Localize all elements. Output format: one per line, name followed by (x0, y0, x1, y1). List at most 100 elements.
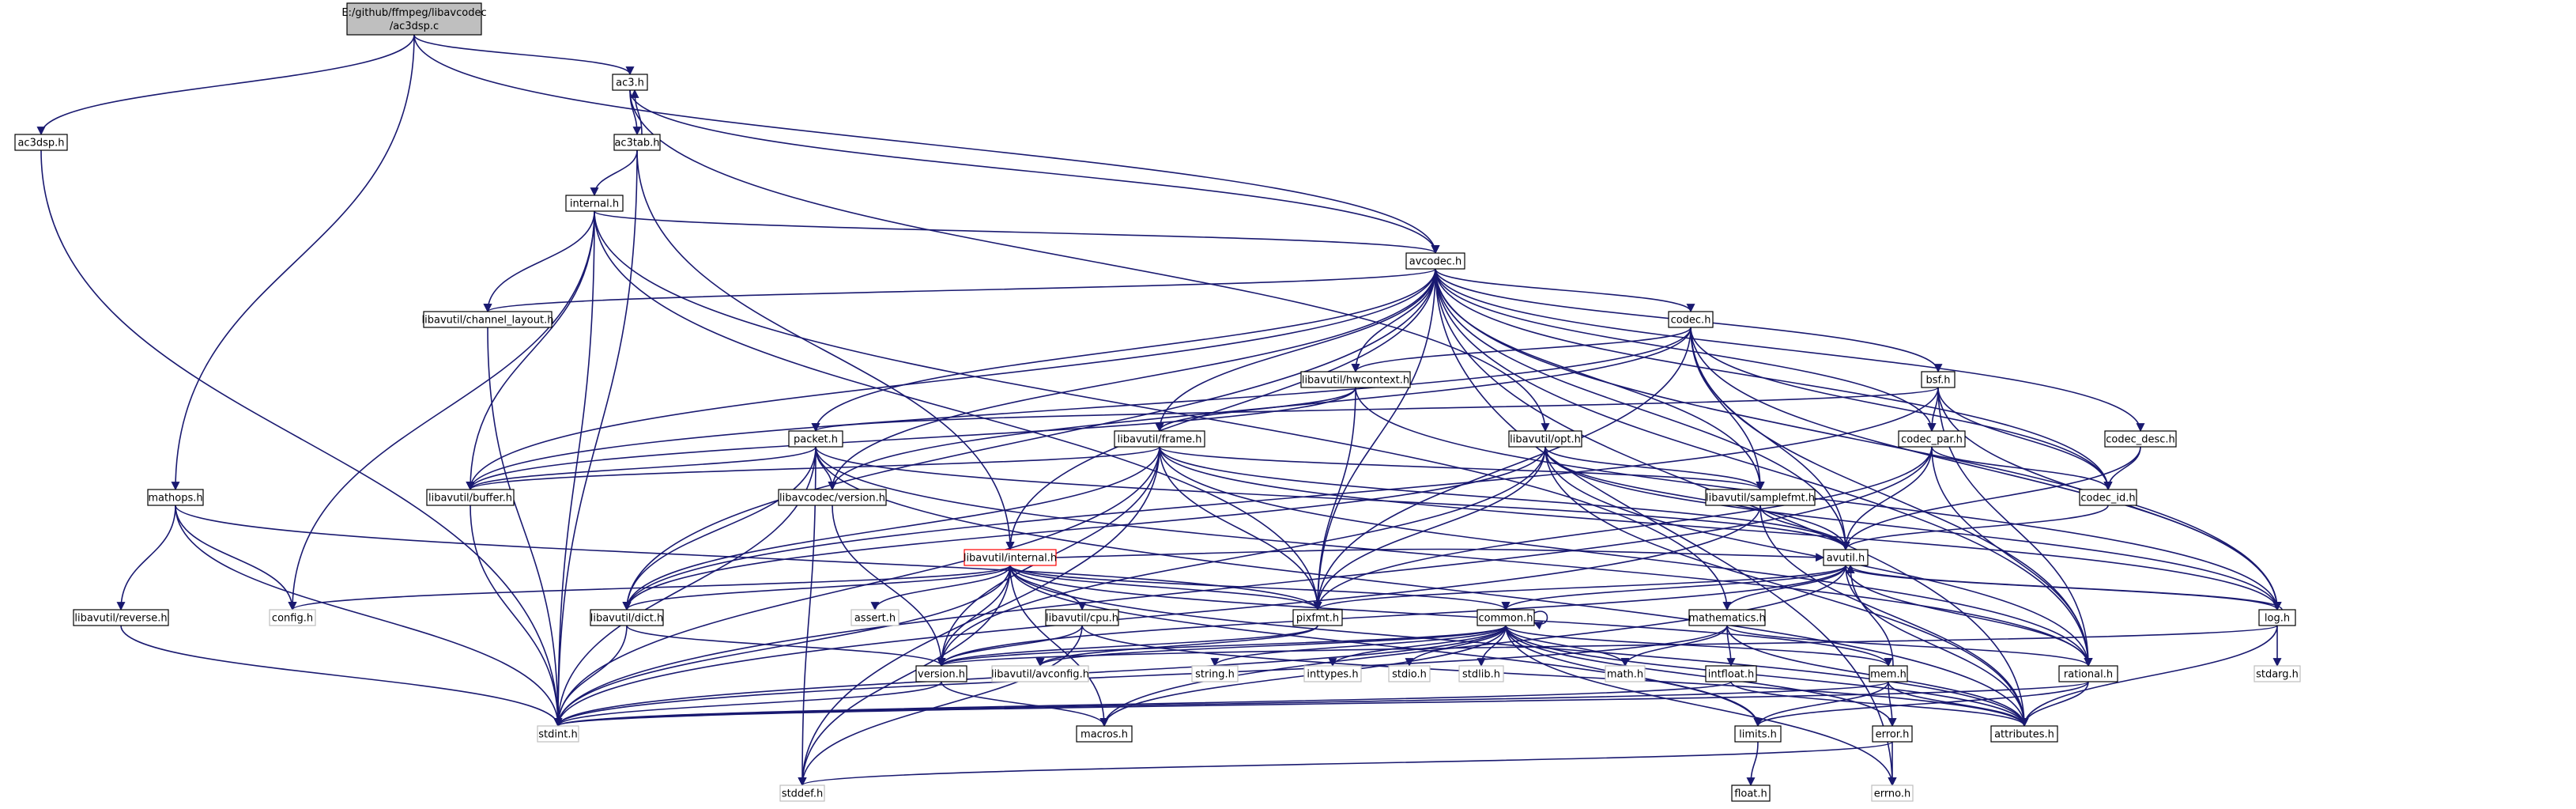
edge-mathem-to-mathh (1620, 625, 1728, 667)
node-errorh[interactable]: error.h (1872, 725, 1913, 743)
node-pixfmt[interactable]: pixfmt.h (1292, 609, 1343, 626)
edge-common-to-avconfig (1035, 625, 1507, 667)
node-box-reverse (73, 609, 169, 626)
node-cpu[interactable]: libavutil/cpu.h (1045, 609, 1119, 626)
node-stddef: stddef.h (779, 784, 825, 802)
node-intfloat[interactable]: intfloat.h (1705, 665, 1757, 682)
edge-codec-to-log (1690, 327, 2282, 611)
node-ac3tab[interactable]: ac3tab.h (613, 134, 661, 151)
node-samplefmt[interactable]: libavutil/samplefmt.h (1705, 489, 1816, 506)
node-label-codecid: codec_id.h (2080, 493, 2135, 505)
node-box-bsf (1921, 371, 1956, 388)
node-frame[interactable]: libavutil/frame.h (1114, 430, 1205, 448)
node-errno: errno.h (1871, 784, 1914, 802)
node-codecpar[interactable]: codec_par.h (1898, 430, 1966, 448)
node-log[interactable]: log.h (2258, 609, 2296, 626)
node-lcversion[interactable]: libavcodec/version.h (778, 489, 887, 506)
edge-internal-to-avcodec (594, 210, 1440, 255)
edge-frame-to-dict (622, 446, 1160, 611)
edge-avutil-to-macros (1099, 565, 1846, 728)
edge-ac3h-to-avcodec (629, 89, 1440, 255)
edge-common-to-version (937, 625, 1507, 667)
node-hwctx[interactable]: libavutil/hwcontext.h (1300, 371, 1411, 388)
node-limits[interactable]: limits.h (1734, 725, 1782, 743)
node-box-buffer (426, 489, 515, 506)
node-common[interactable]: common.h (1477, 609, 1535, 626)
edge-luinternal-to-attributes (1009, 565, 2029, 728)
edge-avcodec-to-codecpar (1435, 268, 1937, 433)
node-label-lcversion: libavcodec/version.h (779, 493, 885, 505)
node-box-assert (850, 609, 900, 626)
node-ac3h[interactable]: ac3.h (612, 74, 648, 91)
node-avcodec[interactable]: avcodec.h (1405, 252, 1465, 270)
edge-buffer-to-stdint (470, 505, 563, 728)
edge-log-to-avutil (1846, 564, 2283, 611)
edge-pixfmt-to-version (937, 625, 1318, 667)
node-label-rational: rational.h (2064, 669, 2113, 681)
node-reverse[interactable]: libavutil/reverse.h (73, 609, 169, 626)
node-label-version: version.h (918, 669, 965, 681)
node-stdlib: stdlib.h (1458, 665, 1504, 682)
node-packet[interactable]: packet.h (788, 430, 843, 448)
node-codec[interactable]: codec.h (1668, 311, 1714, 328)
edge-common-to-mathh (1505, 625, 1630, 667)
node-label-intfloat: intfloat.h (1708, 669, 1755, 681)
node-floath[interactable]: float.h (1731, 784, 1771, 802)
node-rational[interactable]: rational.h (2058, 665, 2118, 682)
edge-rational-to-attributes (2020, 681, 2089, 728)
node-label-stdarg: stdarg.h (2256, 669, 2299, 681)
edge-common-to-common (1533, 611, 1548, 630)
edge-dict-to-stdint (553, 625, 628, 728)
node-label-buffer: libavutil/buffer.h (428, 493, 512, 505)
edge-version-to-stdint (553, 681, 942, 728)
node-chlayout[interactable]: libavutil/channel_layout.h (422, 311, 554, 328)
node-ac3dsp[interactable]: ac3dsp.h (14, 134, 68, 151)
node-label-codecpar: codec_par.h (1901, 434, 1963, 446)
node-opt[interactable]: libavutil/opt.h (1508, 430, 1582, 448)
edge-avcodec-to-avutil (1435, 268, 1850, 551)
edge-log-to-version (937, 625, 2278, 667)
node-label-samplefmt: libavutil/samplefmt.h (1706, 493, 1815, 505)
node-root-ac3dsp-c[interactable]: E:/github/ffmpeg/libavcodec/ac3dsp.c (341, 2, 487, 36)
node-box-packet (788, 430, 843, 448)
node-box-attributes (1990, 725, 2058, 743)
node-mem[interactable]: mem.h (1869, 665, 1908, 682)
node-label-avcodec: avcodec.h (1409, 256, 1462, 268)
node-box-mathh (1605, 665, 1646, 682)
node-bsf[interactable]: bsf.h (1921, 371, 1956, 388)
node-label-mathops: mathops.h (148, 493, 202, 505)
node-box-dict (590, 609, 664, 626)
node-avutil[interactable]: avutil.h (1823, 549, 1869, 566)
node-luinternal[interactable]: libavutil/internal.h (964, 549, 1057, 566)
node-label-attributes: attributes.h (1994, 729, 2054, 741)
node-label-hwctx: libavutil/hwcontext.h (1302, 375, 1409, 387)
node-codecdesc[interactable]: codec_desc.h (2104, 430, 2177, 448)
node-mathem[interactable]: mathematics.h (1688, 609, 1766, 626)
edge-hwctx-to-frame (1155, 387, 1356, 433)
node-version[interactable]: version.h (915, 665, 967, 682)
edge-common-to-inttypes (1328, 625, 1507, 667)
edge-luinternal-to-version (937, 565, 1011, 667)
edge-bsf-to-dict (622, 387, 1939, 611)
node-codecid[interactable]: codec_id.h (2079, 489, 2137, 506)
edge-dict-to-version (626, 625, 946, 667)
edge-avcodec-to-packet (811, 268, 1436, 433)
edge-luinternal-to-mem (1009, 565, 1893, 667)
edge-opt-to-avutil (1544, 446, 1850, 551)
node-attributes[interactable]: attributes.h (1990, 725, 2058, 743)
node-internal[interactable]: internal.h (565, 195, 624, 212)
edge-avcodec-to-frame (1155, 268, 1436, 433)
node-buffer[interactable]: libavutil/buffer.h (426, 489, 515, 506)
node-box-chlayout (423, 311, 553, 328)
edge-avcodec-to-pixfmt (1313, 268, 1436, 611)
node-macros[interactable]: macros.h (1076, 725, 1133, 743)
node-mathops[interactable]: mathops.h (147, 489, 204, 506)
node-box-string (1191, 665, 1239, 682)
node-label-stddef: stddef.h (782, 788, 823, 800)
edge-luinternal-to-stddef (798, 565, 1011, 787)
edge-opt-to-dict (622, 446, 1546, 611)
node-dict[interactable]: libavutil/dict.h (590, 609, 664, 626)
node-box-codecid (2079, 489, 2137, 506)
node-box-hwctx (1300, 371, 1411, 388)
